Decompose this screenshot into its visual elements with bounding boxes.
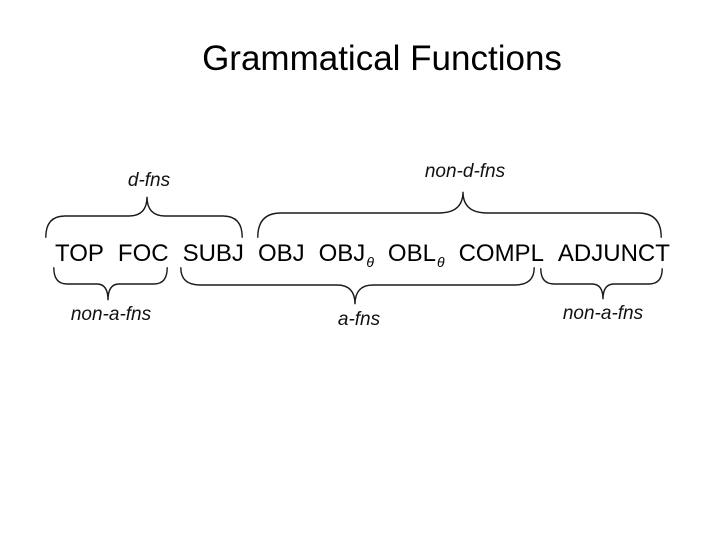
- curly-brace-icon: [45, 196, 243, 238]
- gf-item-label: FOC: [117, 240, 169, 267]
- gf-item-label: SUBJ: [182, 240, 244, 267]
- grammatical-functions-row: TOP FOC SUBJ OBJ OBJθ OBLθ COMPL ADJUNCT: [55, 240, 670, 269]
- gf-item-compl: COMPL: [459, 241, 544, 266]
- non-a-fns-right-underbrace: [540, 268, 663, 300]
- group-label-non-a-fns-right: non-a-fns: [562, 303, 644, 324]
- gf-item-adjunct: ADJUNCT: [558, 241, 670, 266]
- theta-subscript: θ: [436, 254, 445, 270]
- page-title: Grammatical Functions: [202, 39, 562, 78]
- gf-item-obj: OBJ: [258, 241, 305, 266]
- group-label-non-d-fns: non-d-fns: [424, 161, 506, 182]
- theta-subscript: θ: [366, 254, 374, 270]
- gf-item-subj: SUBJ: [183, 241, 244, 266]
- gf-item-label: OBL: [387, 240, 436, 267]
- d-fns-overbrace: [45, 196, 243, 238]
- curly-brace-icon: [53, 267, 168, 301]
- gf-item-obj-theta: OBJθ: [318, 240, 374, 269]
- non-a-fns-left-underbrace: [53, 267, 168, 301]
- group-label-a-fns: a-fns: [337, 309, 381, 330]
- group-label-non-a-fns-left: non-a-fns: [70, 304, 152, 325]
- gf-item-label: ADJUNCT: [557, 240, 670, 267]
- curly-brace-icon: [257, 191, 662, 238]
- gf-item-label: OBJ: [318, 240, 366, 267]
- gf-item-label: TOP: [55, 240, 104, 267]
- gf-item-top: TOP: [55, 241, 104, 266]
- gf-item-obl-theta: OBLθ: [387, 240, 445, 269]
- group-label-d-fns: d-fns: [127, 170, 171, 191]
- a-fns-underbrace: [180, 267, 535, 305]
- gf-item-label: COMPL: [458, 240, 544, 267]
- curly-brace-icon: [180, 267, 535, 305]
- gf-item-label: OBJ: [257, 240, 305, 267]
- non-d-fns-overbrace: [257, 191, 662, 238]
- curly-brace-icon: [540, 268, 663, 300]
- gf-item-foc: FOC: [118, 241, 169, 266]
